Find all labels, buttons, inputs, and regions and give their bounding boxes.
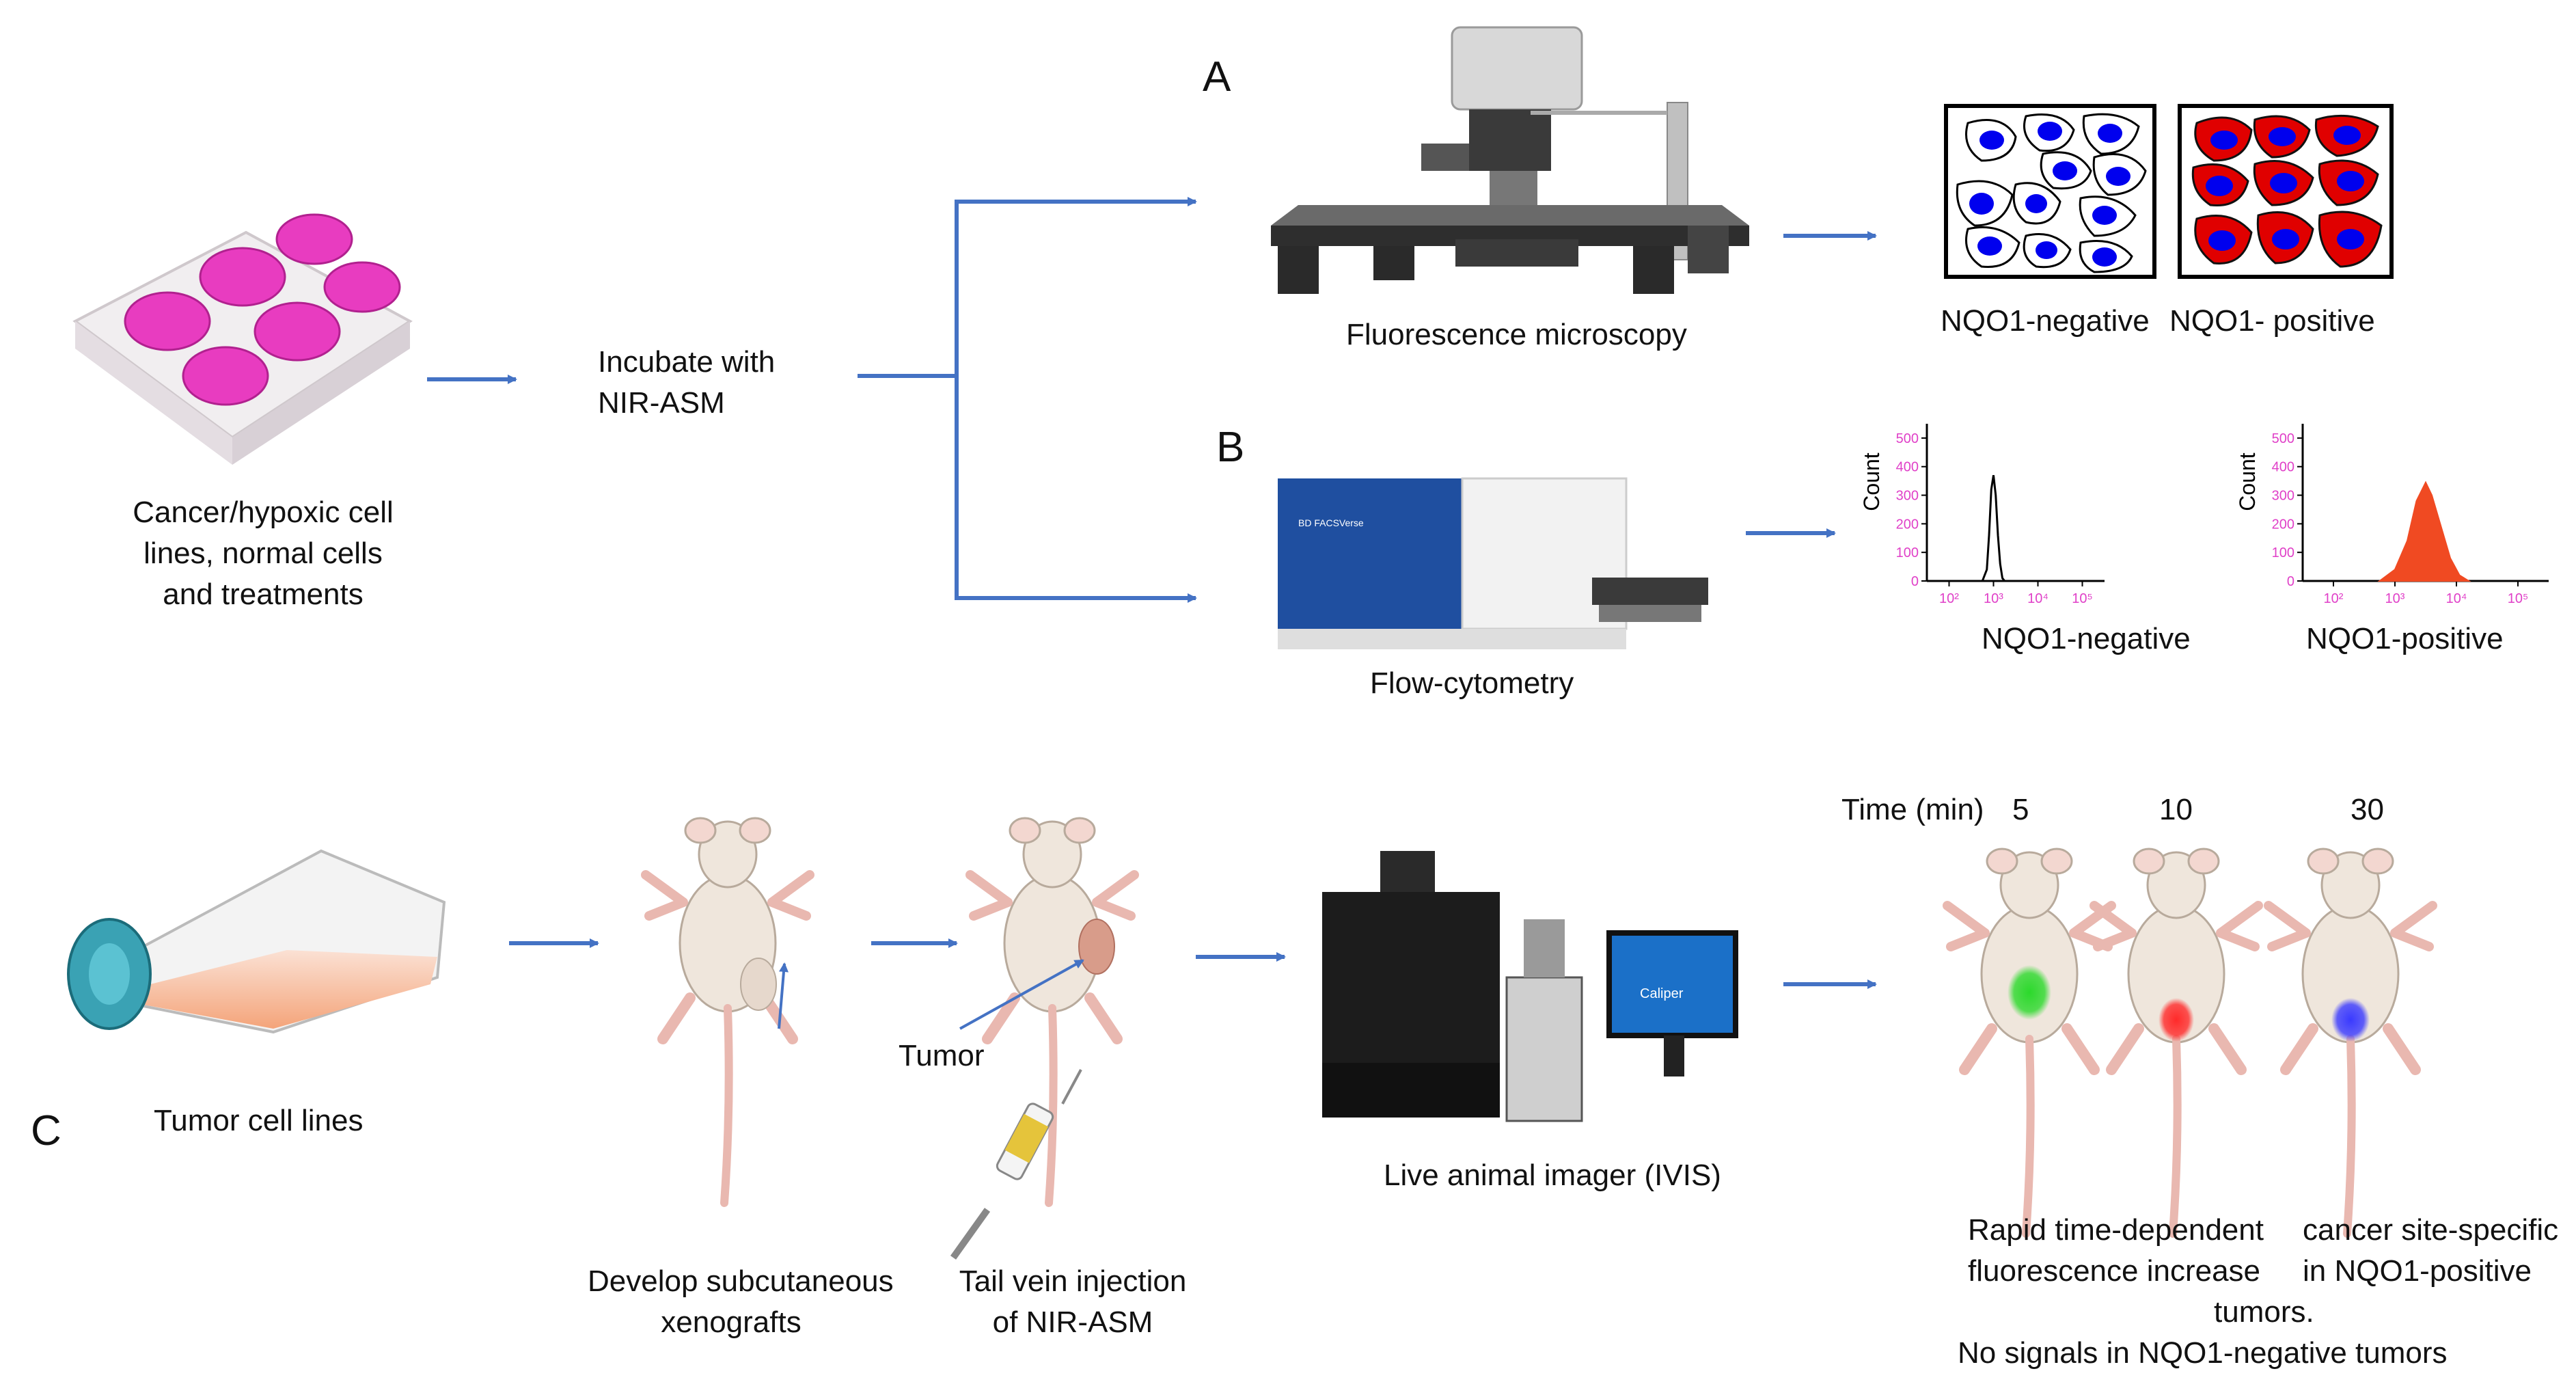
tumor-cell-flask-image [67, 849, 446, 1034]
time-value-10: 10 [2159, 793, 2193, 826]
histogram-y-tick-label: 100 [1896, 545, 1919, 560]
result-tumors-text: tumors. [2214, 1295, 2314, 1329]
arrow-to-cytometer [955, 376, 1197, 603]
cytometer-brand-text: BD FACSVerse [1298, 517, 1364, 528]
cells-negative-label: NQO1-negative [1941, 304, 2150, 338]
fluorescence-microscope-image [1271, 26, 1749, 294]
histogram-y-tick-label: 500 [1896, 431, 1919, 446]
histogram-y-tick-label: 100 [2272, 545, 2294, 560]
histogram-count-label: Count [2235, 452, 2260, 511]
tail-vein-injection-caption: Tail vein injection of NIR-ASM [943, 1261, 1203, 1343]
cell-lines-caption-line-1: Cancer/hypoxic cell [133, 496, 394, 529]
cell-lines-caption-line-3: and treatments [163, 578, 364, 611]
histogram-x-tick-label: 10³ [2385, 591, 2405, 606]
incubate-caption-line-1: Incubate with [598, 345, 776, 379]
flow-cytometer-image: BD FACSVerse [1278, 477, 1708, 649]
histogram-y-tick-label: 0 [1911, 574, 1919, 589]
injection-caption-line-1: Tail vein injection [959, 1264, 1187, 1298]
result-right-text: cancer site-specific in NQO1-positive [2303, 1210, 2558, 1292]
panel-label-c: C [31, 1107, 61, 1154]
result-left-line-2: fluorescence increase [1968, 1254, 2261, 1288]
develop-caption-line-1: Develop subcutaneous [588, 1264, 894, 1298]
time-axis-label: Time (min) [1841, 793, 1984, 826]
histogram-positive-label: NQO1-positive [2306, 622, 2504, 655]
microscope-caption: Fluorescence microscopy [1346, 318, 1687, 351]
histogram-x-tick-label: 10³ [1984, 591, 2003, 606]
signal-green-glow [2008, 965, 2051, 1020]
mouse-xenograft-image [646, 818, 810, 1203]
panel-label-a: A [1203, 53, 1231, 100]
cytometer-caption: Flow-cytometry [1370, 666, 1574, 700]
tumor-label: Tumor [899, 1039, 985, 1072]
imaged-mouse-30min [2269, 849, 2433, 1234]
nqo1-positive-cells-image [2178, 104, 2394, 279]
histogram-y-tick-label: 400 [1896, 460, 1919, 475]
histogram-x-tick-label: 10² [1939, 591, 1959, 606]
signal-blue-glow [2331, 998, 2370, 1042]
result-right-line-1: cancer site-specific [2303, 1213, 2559, 1247]
cell-lines-caption-line-2: lines, normal cells [143, 537, 383, 570]
histogram-y-tick-label: 0 [2287, 574, 2294, 589]
histogram-nqo1-negative: 0 100 200 300 400 500 10² 10³ 10⁴ 10⁵ Count [1859, 424, 2105, 606]
ivis-imager-image: Caliper [1322, 851, 1738, 1122]
time-value-30: 30 [2351, 793, 2384, 826]
six-well-plate-image [72, 213, 413, 465]
tumor-pointer-right [959, 959, 1084, 1030]
histogram-y-tick-label: 500 [2272, 431, 2294, 446]
histogram-y-tick-label: 200 [1896, 517, 1919, 532]
histogram-count-label: Count [1859, 452, 1884, 511]
histogram-nqo1-positive: 0 100 200 300 400 500 10² 10³ 10⁴ 10⁵ Count [2235, 424, 2549, 606]
imaged-mouse-10min [2094, 849, 2258, 1234]
tumor-cell-lines-caption: Tumor cell lines [154, 1104, 364, 1137]
histogram-y-tick-label: 400 [2272, 460, 2294, 475]
result-left-text: Rapid time-dependent fluorescence increa… [1968, 1210, 2264, 1292]
nqo1-negative-cells-image [1944, 104, 2156, 279]
time-value-5: 5 [2012, 793, 2029, 826]
imager-caption: Live animal imager (IVIS) [1384, 1159, 1721, 1192]
histogram-y-tick-label: 200 [2272, 517, 2294, 532]
incubate-caption-line-2: NIR-ASM [598, 386, 725, 420]
cells-positive-label: NQO1- positive [2169, 304, 2375, 338]
histogram-x-tick-label: 10⁴ [2446, 591, 2467, 606]
cell-lines-caption: Cancer/hypoxic cell lines, normal cells … [123, 492, 403, 615]
histogram-area [2377, 480, 2471, 582]
histogram-y-tick-label: 300 [2272, 489, 2294, 504]
histogram-x-tick-label: 10⁴ [2027, 591, 2049, 606]
histogram-x-tick-label: 10⁵ [2508, 591, 2529, 606]
syringe-image [950, 1069, 1082, 1260]
histogram-negative-label: NQO1-negative [1982, 622, 2191, 655]
panel-label-b: B [1216, 424, 1245, 471]
tumor-pointer-left [778, 962, 789, 1029]
injection-caption-line-2: of NIR-ASM [992, 1305, 1153, 1339]
incubate-caption: Incubate with NIR-ASM [598, 342, 775, 424]
imager-brand-text: Caliper [1640, 986, 1684, 1001]
histogram-x-tick-label: 10² [2324, 591, 2344, 606]
result-no-signal-text: No signals in NQO1-negative tumors [1958, 1336, 2448, 1370]
develop-xenograft-caption: Develop subcutaneous xenografts [588, 1261, 894, 1343]
mouse-injection-image [970, 818, 1134, 1203]
result-left-line-1: Rapid time-dependent [1968, 1213, 2264, 1247]
histogram-line [1981, 475, 2005, 582]
arrow-to-microscope [858, 197, 1197, 378]
result-right-line-2: in NQO1-positive [2303, 1254, 2532, 1288]
imaged-mouse-5min [1947, 849, 2111, 1234]
signal-red-glow [2159, 998, 2194, 1042]
histogram-y-tick-label: 300 [1896, 489, 1919, 504]
histogram-x-tick-label: 10⁵ [2072, 591, 2093, 606]
develop-caption-line-2: xenografts [661, 1305, 801, 1339]
